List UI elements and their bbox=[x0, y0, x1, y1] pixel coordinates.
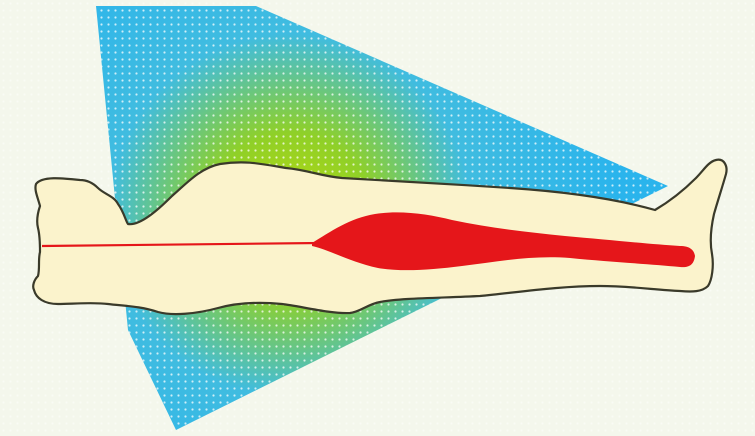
diagram-canvas bbox=[0, 0, 755, 436]
diagram-svg bbox=[0, 0, 755, 436]
